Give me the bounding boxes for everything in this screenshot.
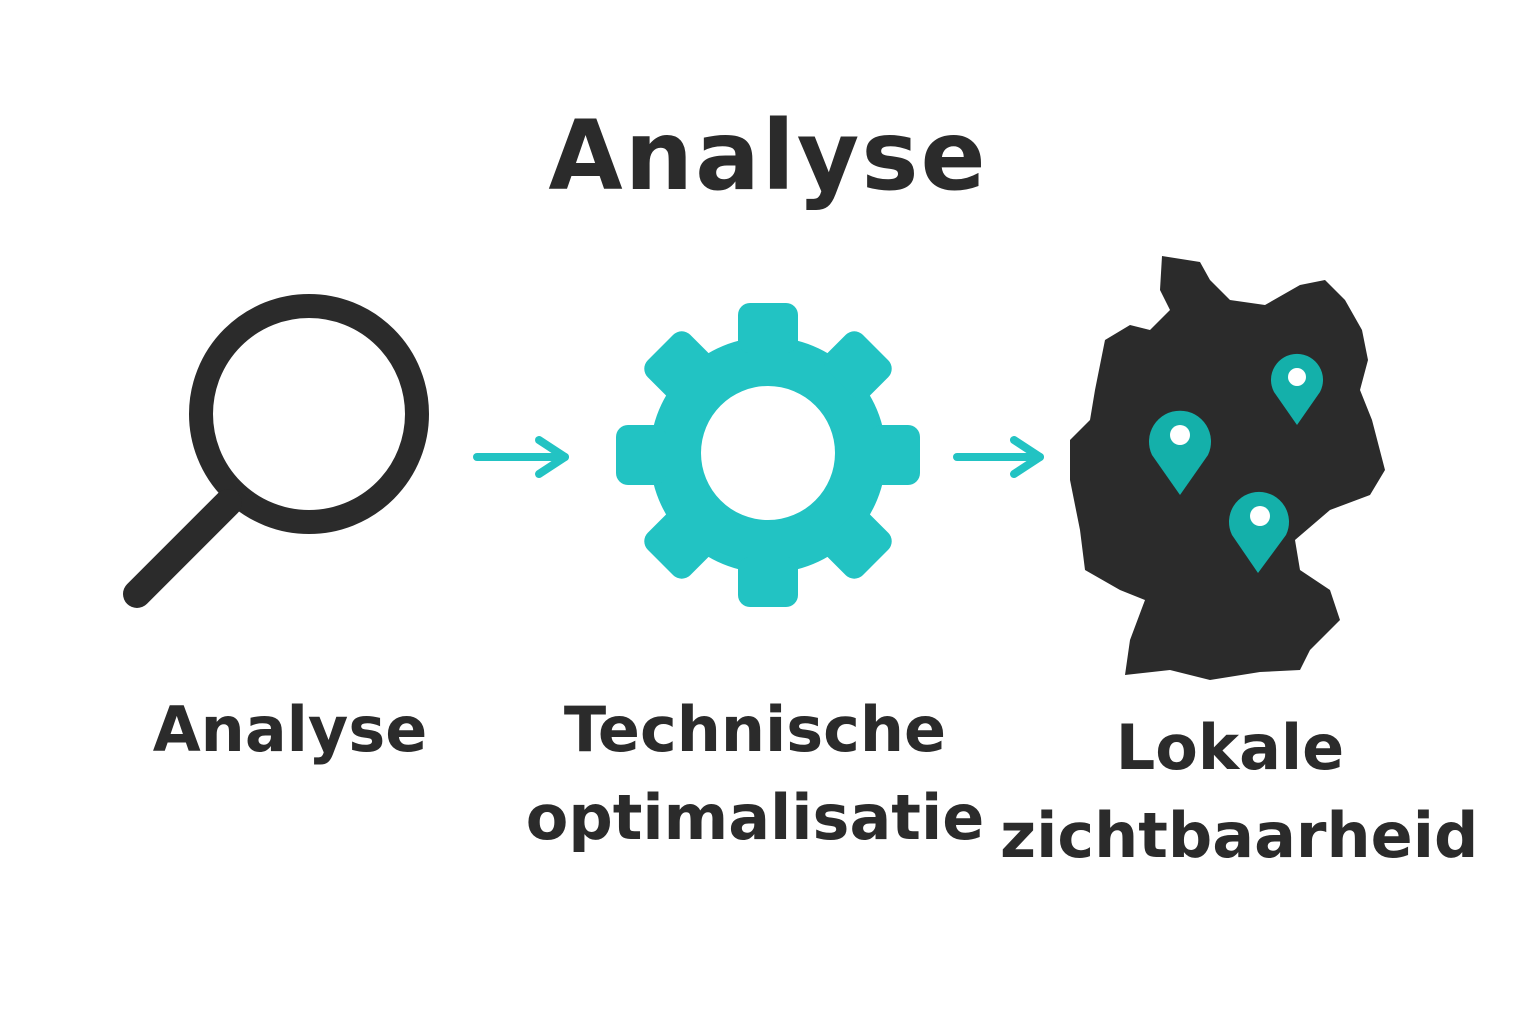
arrow-icon <box>953 436 1044 478</box>
label-line: Lokale <box>1115 711 1345 784</box>
germany-map-icon <box>1070 256 1385 680</box>
arrow-icon <box>473 436 569 478</box>
diagram-title: Analyse <box>548 100 988 212</box>
location-pin-icon <box>1271 353 1323 425</box>
label-line: Technische <box>563 693 947 766</box>
step-label-analyse: Analyse <box>140 686 440 774</box>
magnifier-icon <box>123 294 429 608</box>
location-pin-icon <box>1229 491 1289 573</box>
label-line: optimalisatie <box>525 781 985 854</box>
step-label-technische-optimalisatie: Technische optimalisatie <box>520 686 990 862</box>
step-label-lokale-zichtbaarheid: Lokale zichtbaarheid <box>1000 704 1479 880</box>
label-text: Analyse <box>152 693 428 766</box>
location-pin-icon <box>1149 410 1211 495</box>
label-line: zichtbaarheid <box>1000 799 1479 872</box>
gear-icon <box>616 303 920 607</box>
